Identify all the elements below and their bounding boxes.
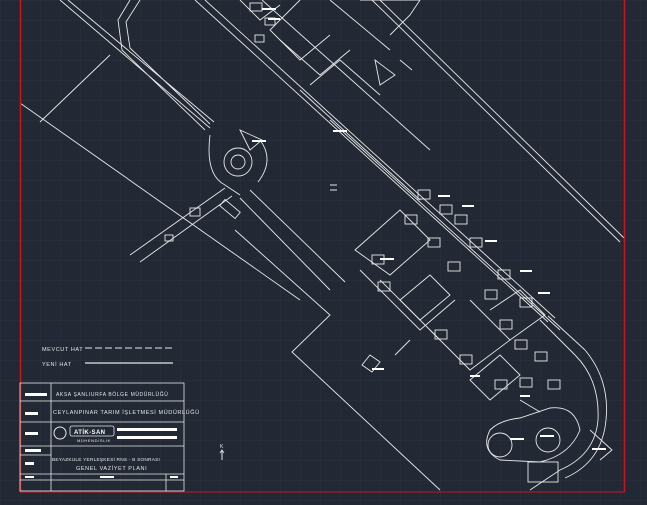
company-name: ATİK-SAN	[74, 429, 105, 436]
annotation-marks	[252, 8, 606, 450]
project-title-line1: BEYAZKULE YERLEŞKESİ RNS - B SONRASI	[52, 456, 160, 463]
legend-new-line-label: YENİ HAT	[42, 361, 72, 368]
title-block-directorate: CEYLANPINAR TARIM İŞLETMESİ MÜDÜRLÜĞÜ	[53, 409, 200, 416]
north-arrow-label: K	[220, 444, 224, 450]
company-name-frame	[69, 425, 115, 437]
title-block-authority: AKSA ŞANLIURFA BÖLGE MÜDÜRLÜĞÜ	[56, 391, 168, 398]
company-subtitle: MÜHENDİSLİK	[77, 438, 111, 443]
company-logo-icon	[53, 426, 67, 440]
legend: MEVCUT HAT YENİ HAT	[42, 347, 173, 368]
legend-existing-line-label: MEVCUT HAT	[42, 347, 83, 353]
site-plan-linework	[19, 0, 625, 491]
project-title-line2: GENEL VAZİYET PLANI	[76, 465, 147, 472]
title-block: AKSA ŞANLIURFA BÖLGE MÜDÜRLÜĞÜ CEYLANPIN…	[19, 382, 200, 492]
north-arrow-icon: K	[219, 444, 225, 460]
